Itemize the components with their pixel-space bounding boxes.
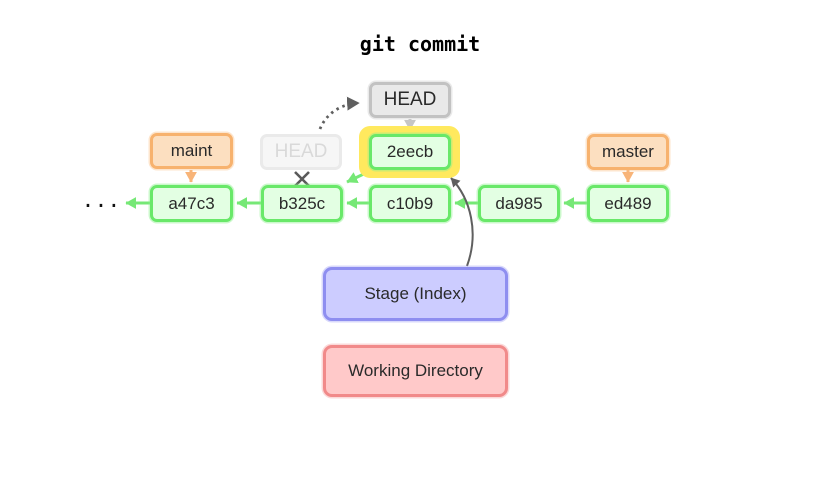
arrow-head-moved: [318, 96, 360, 130]
diagram-title: git commit: [359, 32, 481, 56]
commit-node-ed489: ed489: [587, 185, 669, 222]
removed-link-x-mark: [294, 171, 310, 187]
branch-label-master: master: [587, 134, 669, 170]
commit-node-a47c3: a47c3: [150, 185, 233, 222]
commit-node-da985: da985: [478, 185, 560, 222]
stage-index-box: Stage (Index): [323, 267, 508, 321]
working-directory-box: Working Directory: [323, 345, 508, 397]
commit-node-2eecb: 2eecb: [369, 134, 451, 170]
branch-label-maint: maint: [150, 133, 233, 169]
head-pointer-box: HEAD: [369, 82, 451, 118]
old-head-pointer-box: HEAD: [260, 134, 342, 170]
history-ellipsis: ...: [84, 184, 123, 213]
arrow-stage-to-2eecb: [450, 177, 474, 267]
commit-node-b325c: b325c: [261, 185, 343, 222]
commit-node-c10b9: c10b9: [369, 185, 451, 222]
